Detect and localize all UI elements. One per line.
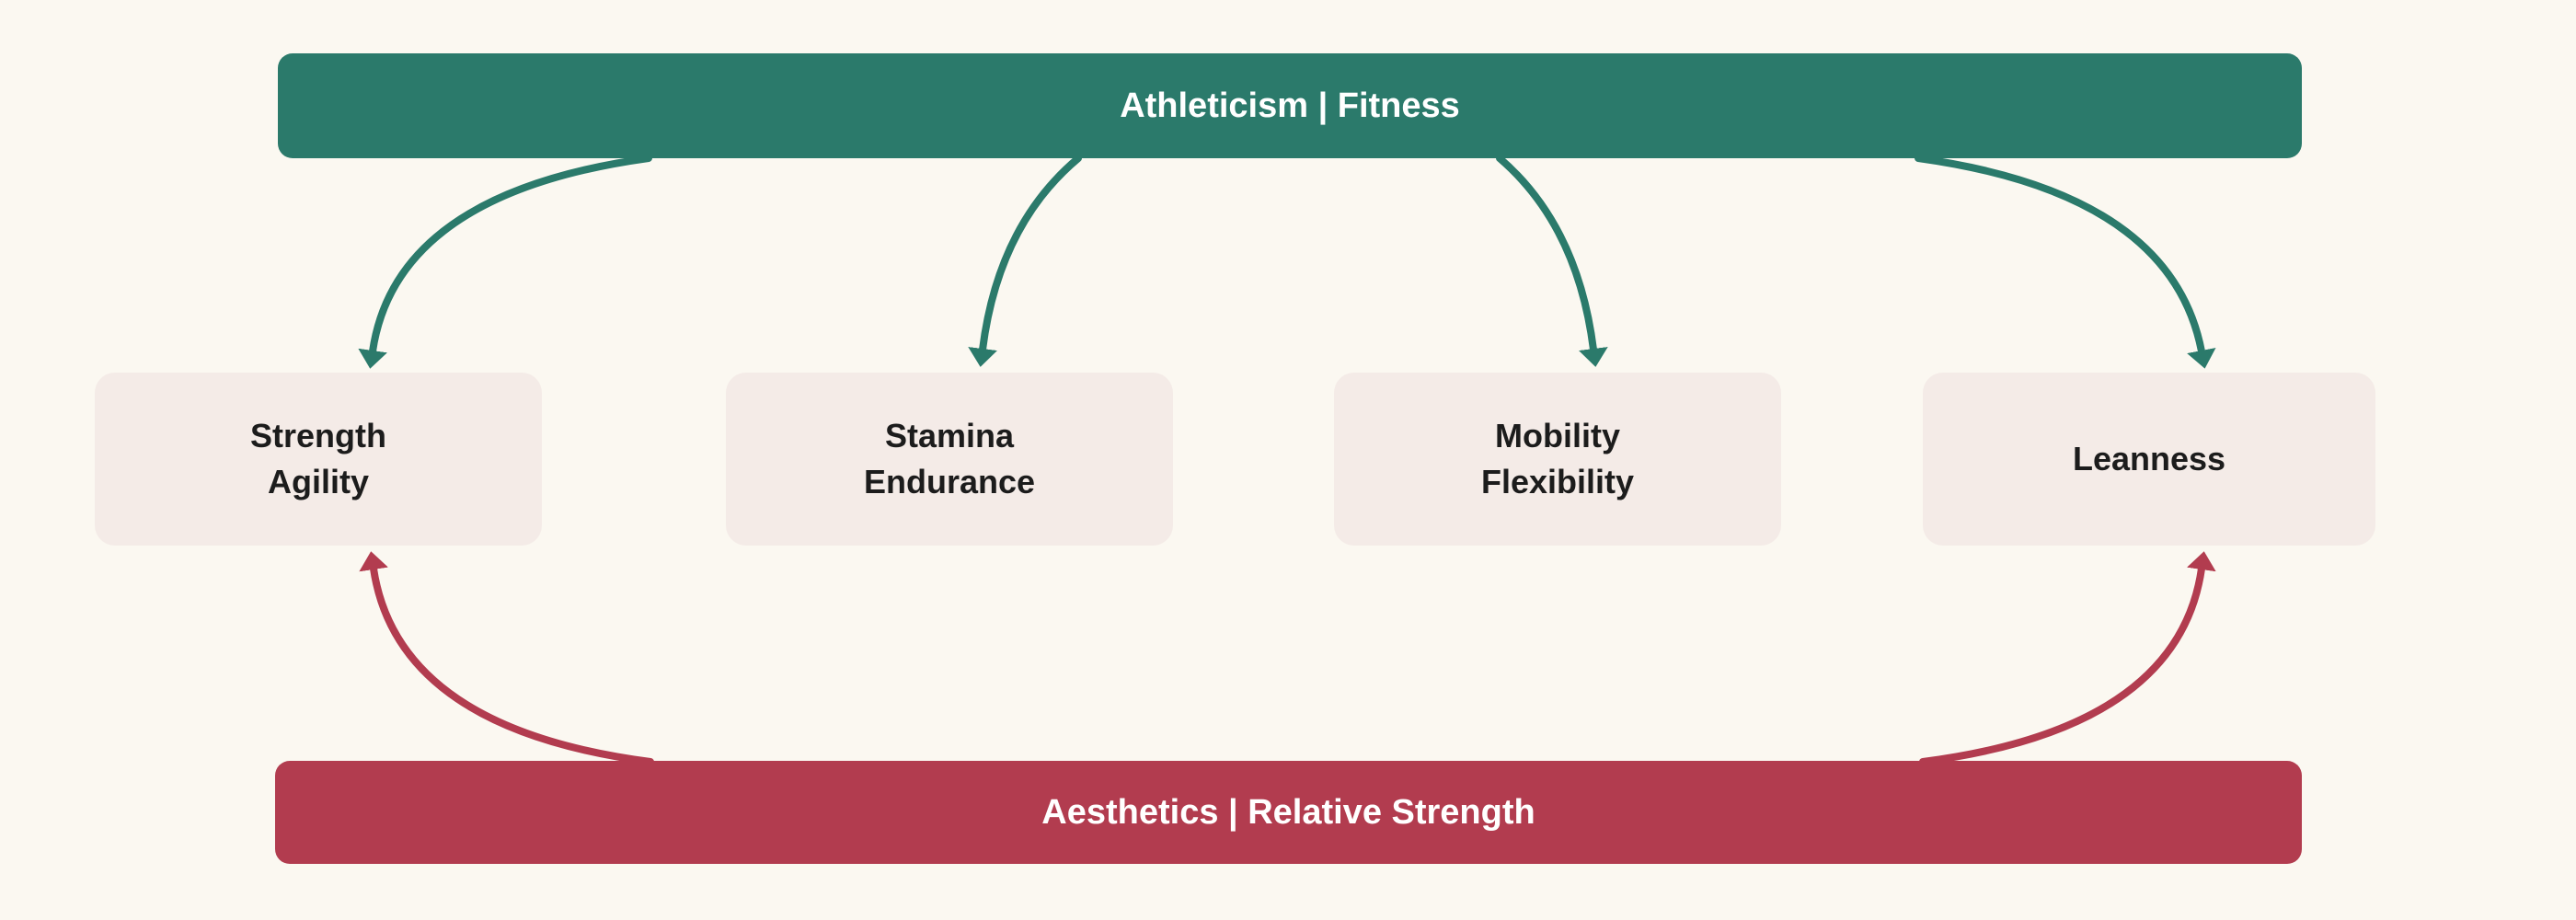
node-label-line: Flexibility — [1480, 463, 1635, 500]
node-leanness: Leanness — [1923, 373, 2375, 546]
node-aesthetics-relative-strength: Aesthetics | Relative Strength — [275, 761, 2302, 864]
node-label-line: Leanness — [2072, 439, 2226, 477]
edge-fitness-to-mobility-flexibility — [1496, 155, 1608, 367]
node-athleticism-fitness: Athleticism | Fitness — [278, 53, 2302, 158]
node-strength-agility: Strength Agility — [95, 373, 542, 546]
node-stamina-endurance: Stamina Endurance — [726, 373, 1173, 546]
node-label-line: Strength — [250, 416, 386, 454]
edge-fitness-to-leanness — [1915, 155, 2216, 369]
node-label-line: Endurance — [863, 463, 1036, 500]
edge-aesthetics-to-leanness — [1919, 551, 2216, 765]
edge-fitness-to-strength-agility — [358, 155, 652, 369]
bottom-bar-label: Aesthetics | Relative Strength — [1041, 792, 1535, 832]
node-label-line: Agility — [267, 463, 369, 500]
top-bar-label: Athleticism | Fitness — [1120, 86, 1460, 125]
edge-fitness-to-stamina-endurance — [968, 155, 1082, 367]
node-label-line: Stamina — [884, 416, 1015, 454]
node-label-line: Mobility — [1495, 416, 1620, 454]
edge-aesthetics-to-strength-agility — [359, 551, 654, 765]
node-mobility-flexibility: Mobility Flexibility — [1334, 373, 1781, 546]
